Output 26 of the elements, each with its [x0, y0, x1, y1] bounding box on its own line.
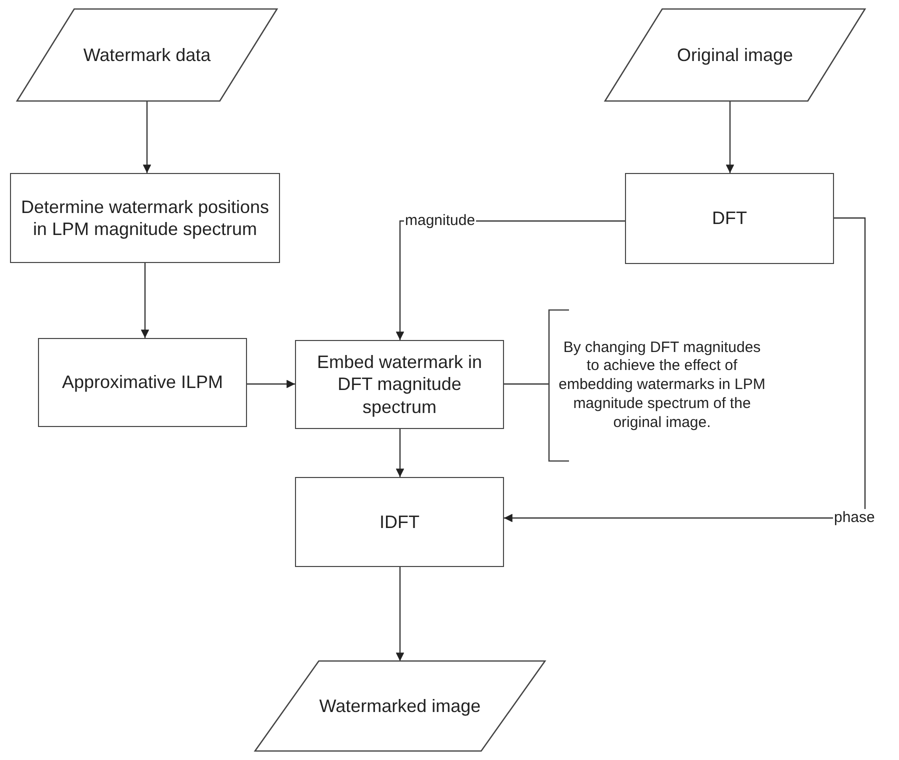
- edge-label: phase: [833, 509, 876, 526]
- process-box: [625, 173, 834, 264]
- edge-label: magnitude: [404, 212, 476, 229]
- node-label: Original image: [676, 44, 794, 66]
- node-label: DFT: [712, 207, 747, 230]
- node-label: Approximative ILPM: [62, 371, 224, 394]
- arrow: [140, 263, 150, 338]
- annotation-text: By changing DFT magnitudes to achieve the effect of embedding watermarks in LPM magnitude spectrum of the original image.: [558, 338, 766, 432]
- arrow: [396, 429, 404, 477]
- arrow: [396, 567, 404, 661]
- arrow: [726, 101, 734, 173]
- process-box: [38, 338, 247, 427]
- io-parallelogram: [255, 661, 545, 751]
- arrow: [504, 217, 866, 522]
- node-label: Watermarked image: [319, 694, 481, 718]
- process-box: [295, 340, 504, 429]
- node-label: Watermark data: [83, 44, 211, 66]
- arrow: [142, 101, 152, 173]
- io-parallelogram: [605, 9, 865, 101]
- node-label: IDFT: [380, 510, 420, 534]
- process-box: [10, 173, 280, 263]
- node-label: Determine watermark positions in LPM magnitude spectrum: [20, 196, 270, 240]
- io-parallelogram: [17, 9, 277, 101]
- node-label: Embed watermark in DFT magnitude spectrum: [316, 350, 484, 418]
- arrow: [247, 380, 295, 388]
- process-box: [295, 477, 504, 567]
